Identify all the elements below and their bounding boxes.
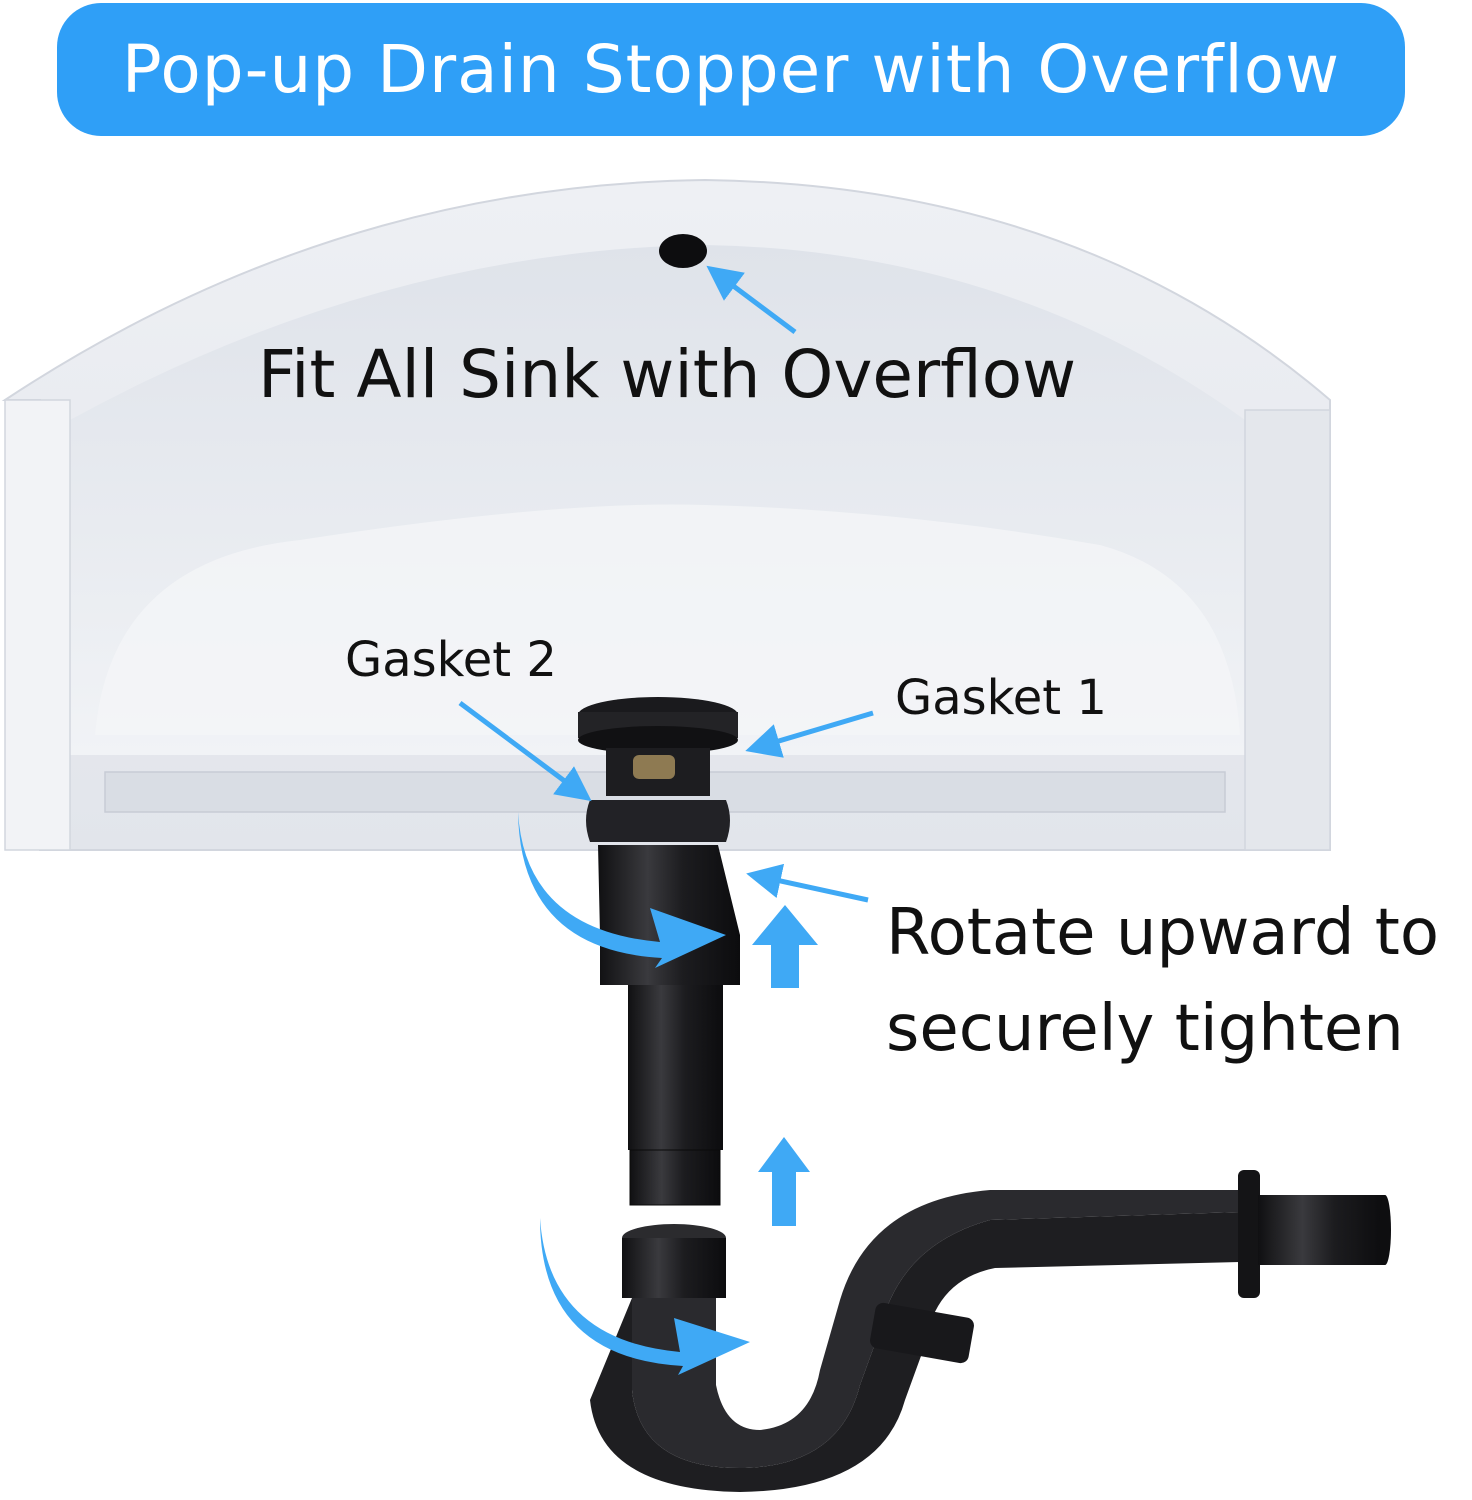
p-trap (590, 1170, 1391, 1492)
drain-stopper (578, 697, 740, 1206)
overflow-label: Fit All Sink with Overflow (258, 336, 1077, 413)
rotate-instruction: Rotate upward to securely tighten (886, 885, 1439, 1077)
rotate-instruction-line1: Rotate upward to (886, 896, 1440, 970)
overflow-hole-icon (659, 234, 707, 268)
title-banner: Pop-up Drain Stopper with Overflow (57, 3, 1405, 136)
gasket-2-label: Gasket 2 (345, 632, 557, 688)
sink (1, 178, 1331, 851)
pointer-arrow-icon (745, 710, 874, 758)
page-title: Pop-up Drain Stopper with Overflow (121, 31, 1341, 108)
pointer-arrow-icon (458, 700, 592, 802)
curved-rotate-arrow-icon (518, 812, 750, 1375)
up-arrow-icon (752, 905, 818, 1226)
pointer-arrow-icon (706, 265, 797, 335)
rotate-instruction-line2: securely tighten (886, 992, 1404, 1066)
gasket-1-label: Gasket 1 (895, 670, 1107, 726)
pointer-arrow-icon (746, 863, 869, 903)
